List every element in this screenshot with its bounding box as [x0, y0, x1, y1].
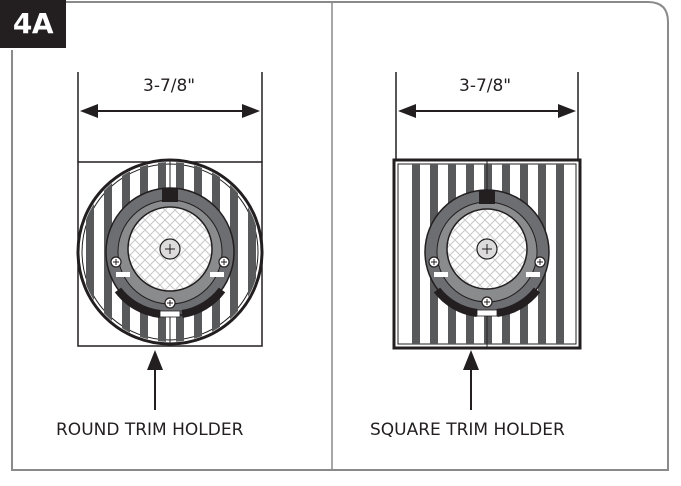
- right-caption: SQUARE TRIM HOLDER: [370, 420, 565, 440]
- right-dimension-label: 3-7/8": [459, 76, 512, 96]
- dimension-arrow-right: [558, 104, 576, 118]
- dimension-arrow-left: [398, 104, 416, 118]
- left-dimension-label: 3-7/8": [143, 76, 196, 96]
- round-trim-diagram: [76, 72, 264, 410]
- pointer-arrow: [147, 350, 163, 370]
- pointer-arrow: [463, 350, 479, 370]
- dimension-arrow-left: [80, 104, 98, 118]
- figure-frame: [11, 1, 669, 471]
- square-trim-diagram: [392, 72, 582, 410]
- dimension-arrow-right: [242, 104, 260, 118]
- left-caption: ROUND TRIM HOLDER: [56, 420, 244, 440]
- step-badge: 4A: [0, 0, 66, 48]
